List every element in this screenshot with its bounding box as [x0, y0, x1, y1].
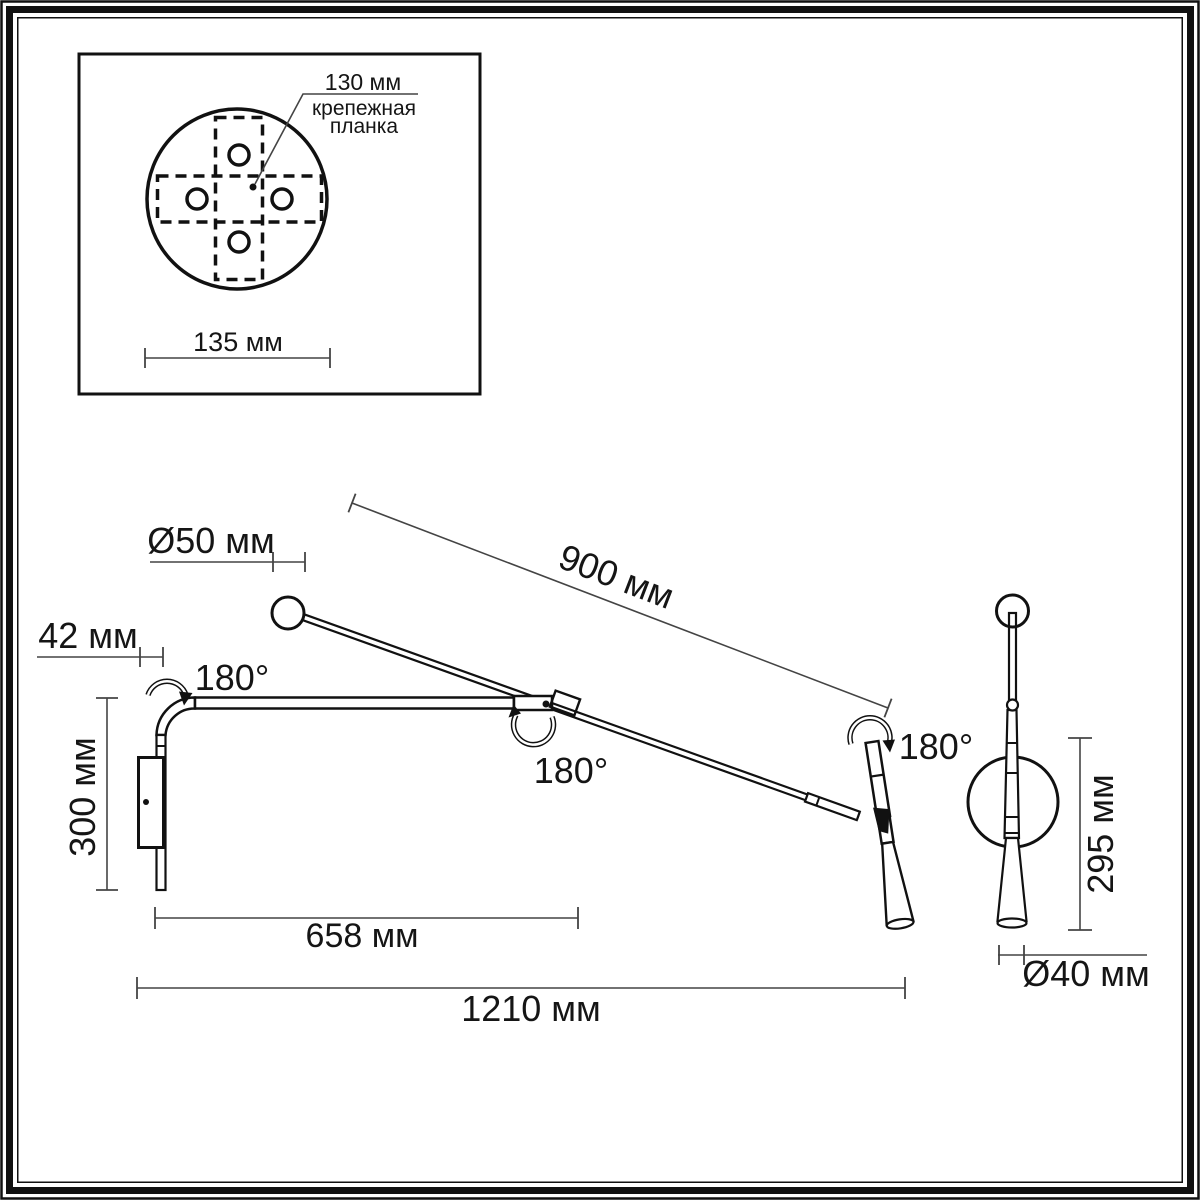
rotation-arc-pivot-inner	[512, 714, 555, 746]
lamp-head	[864, 739, 915, 930]
dim-295-label: 295 мм	[1080, 774, 1121, 894]
mounting-plate-circle	[145, 107, 329, 291]
leader-line	[254, 93, 418, 185]
rotation-indicators	[145, 678, 895, 753]
rotation-arc-elbow-inner	[146, 680, 188, 696]
dim-900-line	[351, 502, 889, 709]
dim-300-label: 300 мм	[62, 737, 103, 857]
pivot-dot	[542, 700, 550, 708]
center-point-dot	[249, 183, 257, 191]
counterweight-ball	[270, 595, 306, 631]
rotation-arrowhead-pivot	[508, 704, 521, 718]
screw-hole-left	[185, 187, 209, 211]
wall-plate-screw-dot	[143, 799, 149, 805]
screw-hole-bottom	[227, 230, 251, 254]
mounting-plate-inset: 130 мм крепежная планка 135 мм	[77, 52, 482, 396]
bracket-label-line1: крепежная	[312, 97, 416, 120]
bracket-label-line2: планка	[330, 115, 399, 138]
screw-hole-right	[270, 187, 294, 211]
screw-hole-top	[227, 143, 251, 167]
wall-plate	[137, 756, 165, 849]
side-counterweight-ball	[995, 593, 1030, 629]
side-view-dimensions	[998, 737, 1147, 965]
lamp-shade-opening	[885, 917, 915, 930]
frame-inner-line	[17, 17, 1183, 1183]
lamp-head-clamp	[873, 807, 890, 834]
dim-130-label: 130 мм	[325, 69, 401, 95]
dim-135-label: 135 мм	[193, 327, 283, 357]
rotation-arrowhead-head	[882, 739, 895, 753]
frame-band	[6, 6, 1194, 1194]
main-view-dimensions	[37, 493, 906, 999]
dim-50-label: Ø50 мм	[147, 520, 275, 561]
side-ball-joint	[1005, 698, 1020, 712]
pivot-clamp-body	[548, 689, 582, 717]
rotation-pivot-label: 180°	[534, 750, 608, 791]
main-view	[137, 595, 915, 930]
rotation-elbow-label: 180°	[195, 657, 269, 698]
side-view	[966, 593, 1147, 965]
side-lamp-shade-opening	[996, 917, 1028, 929]
dim-900-tick-left	[347, 493, 357, 513]
lamp-head-rod-divider	[870, 773, 884, 778]
bracket-cross-vertical	[213, 115, 265, 282]
horizontal-arm	[193, 696, 516, 710]
rotation-head-label: 180°	[899, 726, 973, 767]
diagonal-arm-collar-divider	[815, 796, 821, 806]
pivot-clamp	[548, 689, 582, 717]
rotation-arc-head-inner	[848, 716, 892, 745]
rotation-arrowhead-elbow	[179, 691, 193, 706]
dim-42-label: 42 мм	[38, 615, 138, 656]
dim-900-tick-right	[883, 698, 893, 718]
bracket-cross-horizontal	[155, 174, 324, 224]
dim-658-label: 658 мм	[306, 917, 419, 955]
dim-1210-label: 1210 мм	[461, 988, 601, 1029]
dim-40-label: Ø40 мм	[1022, 953, 1150, 994]
